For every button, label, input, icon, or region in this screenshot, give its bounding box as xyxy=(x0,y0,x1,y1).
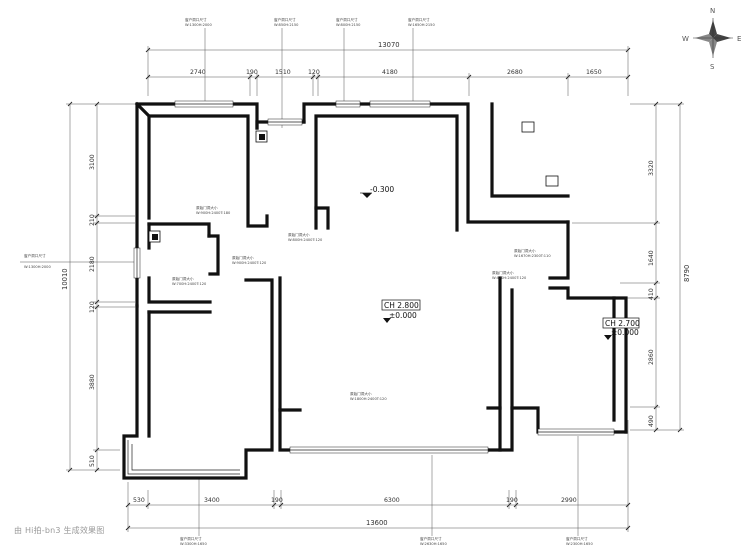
door-6-label: 原始门洞大小 xyxy=(492,270,514,275)
living-ceiling-box xyxy=(381,299,421,311)
dim-right-seg-4: 2860 xyxy=(648,349,655,365)
door-2-size: W:700H:2400T:120 xyxy=(172,282,207,286)
door-7-size: W:1800H:2400T:120 xyxy=(350,397,387,401)
left-window-size: W:1300H:2000 xyxy=(24,265,51,269)
bottom-dimension-lines xyxy=(125,420,631,532)
door-1-label: 原始门洞大小 xyxy=(196,205,218,210)
bottom-window-2-size: W:2630H:1650 xyxy=(420,542,447,546)
dim-left-seg-6: 510 xyxy=(89,455,96,467)
top-window-2-size: W:850H:2150 xyxy=(274,23,299,27)
dim-top-seg-1: 2740 xyxy=(190,69,206,76)
door-1-size: W:900H:2400T:180 xyxy=(196,211,231,215)
top-window-2-label: 窗户洞口尺寸 xyxy=(274,17,296,22)
bottom-window-3-size: W:2300H:1650 xyxy=(566,542,593,546)
dim-top-total: 13070 xyxy=(378,41,400,49)
compass-rose-icon xyxy=(693,18,733,58)
dim-top-seg-2: 190 xyxy=(246,69,258,76)
dim-left-seg-1: 3100 xyxy=(89,154,96,170)
dim-bottom-seg-3: 190 xyxy=(271,497,283,504)
dim-bottom-seg-6: 2990 xyxy=(561,497,577,504)
dim-right-total: 8790 xyxy=(683,265,691,282)
dim-top-seg-5: 4180 xyxy=(382,69,398,76)
top-window-3-label: 窗户洞口尺寸 xyxy=(336,17,358,22)
dim-top-seg-4: 120 xyxy=(308,69,320,76)
dim-bottom-seg-5: 190 xyxy=(506,497,518,504)
windows xyxy=(127,100,615,475)
dim-bottom-seg-2: 3400 xyxy=(204,497,220,504)
dim-top-seg-3: 1510 xyxy=(275,69,291,76)
left-window-label: 窗户洞口尺寸 xyxy=(24,253,46,258)
compass-north: N xyxy=(710,7,715,15)
dim-left-seg-2: 210 xyxy=(89,214,96,226)
bottom-window-1-label: 窗户洞口尺寸 xyxy=(180,536,202,541)
door-4-label: 原始门洞大小 xyxy=(288,232,310,237)
bottom-window-3-label: 窗户洞口尺寸 xyxy=(566,536,588,541)
compass-east: E xyxy=(737,35,741,43)
dim-bottom-seg-4: 6300 xyxy=(384,497,400,504)
dim-left-seg-5: 3880 xyxy=(89,374,96,390)
dim-bottom-total: 13600 xyxy=(366,519,388,527)
living-floor-level: ±0.000 xyxy=(389,311,417,320)
compass-west: W xyxy=(682,35,689,43)
right-dimension-lines xyxy=(572,101,684,433)
top-window-3-size: W:800H:2150 xyxy=(336,23,361,27)
dim-right-seg-3: 410 xyxy=(648,288,655,300)
top-dimension-lines xyxy=(145,46,631,96)
dim-top-seg-7: 1650 xyxy=(586,69,602,76)
door-2-label: 原始门洞大小 xyxy=(172,276,194,281)
balcony-level-marker-icon xyxy=(604,335,612,340)
walls xyxy=(122,101,628,480)
elevation-main: -0.300 xyxy=(370,185,394,194)
bottom-window-2-label: 窗户洞口尺寸 xyxy=(420,536,442,541)
door-4-size: W:800H:2400T:120 xyxy=(288,238,323,242)
door-3-label: 原始门洞大小 xyxy=(232,255,254,260)
door-7-label: 原始门洞大小 xyxy=(350,391,372,396)
top-window-leaders xyxy=(204,28,414,128)
dim-left-total: 10010 xyxy=(61,268,69,290)
living-level-marker-icon xyxy=(383,318,391,323)
compass-south: S xyxy=(710,63,715,71)
balcony-ceiling-height: CH 2.700 xyxy=(605,319,640,328)
balcony-ceiling-box xyxy=(602,317,640,329)
door-5-label: 原始门洞大小 xyxy=(514,248,536,253)
door-6-size: W:470H:2400T:120 xyxy=(492,276,527,280)
living-ceiling-height: CH 2.800 xyxy=(384,301,419,310)
door-3-size: W:900H:2400T:120 xyxy=(232,261,267,265)
structural-pillars xyxy=(148,121,559,243)
top-window-1-label: 窗户洞口尺寸 xyxy=(185,17,207,22)
dim-left-seg-3: 2180 xyxy=(89,256,96,272)
door-5-size: W:1670H:2300T:110 xyxy=(514,254,551,258)
top-window-1-size: W:1300H:2000 xyxy=(185,23,212,27)
bottom-window-leaders xyxy=(198,436,579,536)
dim-right-seg-2: 1640 xyxy=(648,250,655,266)
dim-bottom-seg-1: 530 xyxy=(133,497,145,504)
dim-right-seg-1: 3320 xyxy=(648,160,655,176)
bottom-window-1-size: W:3300H:1650 xyxy=(180,542,207,546)
top-window-4-size: W:1650H:2150 xyxy=(408,23,435,27)
elevation-marker-icon xyxy=(362,193,372,198)
dim-left-seg-4: 120 xyxy=(89,301,96,313)
top-window-4-label: 窗户洞口尺寸 xyxy=(408,17,430,22)
left-dimension-lines xyxy=(66,101,135,473)
balcony-floor-level: ±0.000 xyxy=(611,328,639,337)
watermark-text: 由 Hi拍-bn3 生成效果图 xyxy=(14,526,105,535)
dim-top-seg-6: 2680 xyxy=(507,69,523,76)
dim-right-seg-5: 490 xyxy=(648,415,655,427)
